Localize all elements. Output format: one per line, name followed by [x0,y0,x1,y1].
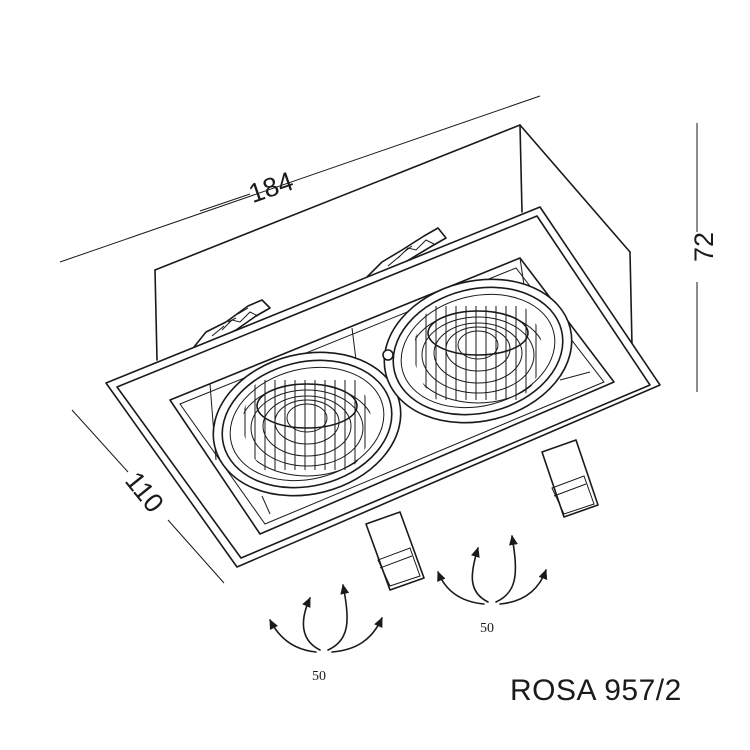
tilt-arrows-left [269,583,383,653]
connector-left [365,511,425,591]
lamp-right [382,278,573,424]
dimension-length-label: 184 [245,166,297,209]
dimension-width [71,409,225,584]
connector-right [541,439,599,518]
dimension-width-label: 110 [119,466,169,518]
lamp-left [212,351,402,497]
dimension-length [59,95,541,263]
model-label: ROSA 957/2 [510,674,682,707]
housing-body [154,124,633,361]
tilt-angle-right-label: 50 [480,621,494,636]
dimension-height-label: 72 [689,232,719,262]
tilt-angle-left-label: 50 [312,669,326,684]
tilt-arrows-right [437,534,548,605]
